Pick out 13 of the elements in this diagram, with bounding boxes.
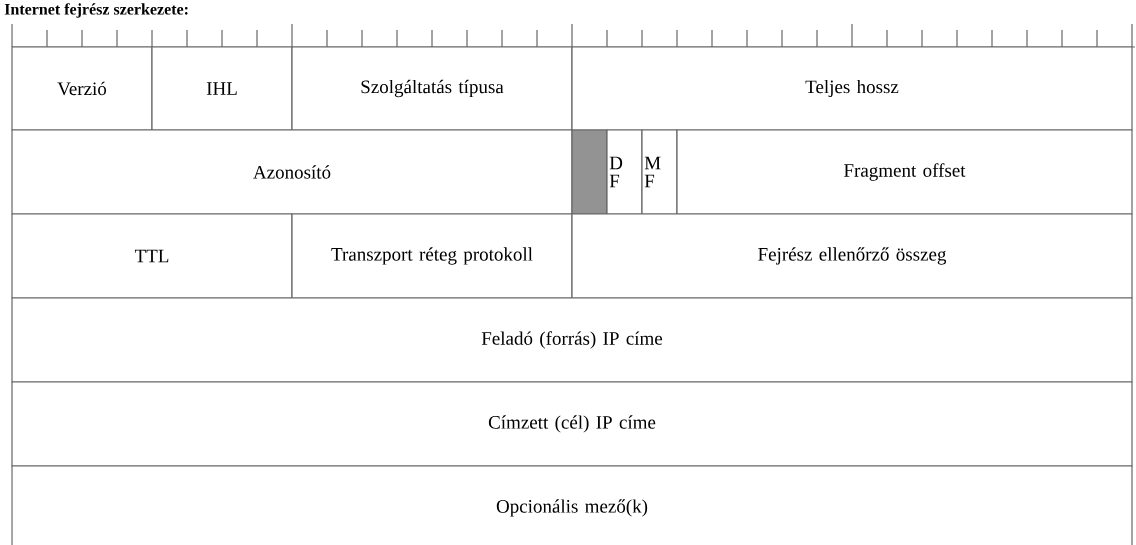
header-field: Szolgáltatás típusa	[291, 46, 573, 131]
reserved-bit-cell	[571, 129, 608, 215]
flag-cell: D F	[606, 129, 643, 215]
flag-cell: M F	[641, 129, 678, 215]
header-field: Verzió	[11, 46, 153, 131]
header-field: Fejrész ellenőrző összeg	[571, 213, 1133, 299]
header-field: IHL	[151, 46, 293, 131]
header-field: Teljes hossz	[571, 46, 1133, 131]
diagram-title: Internet fejrész szerkezete:	[4, 3, 188, 18]
header-field: Transzport réteg protokoll	[291, 213, 573, 299]
header-field: Opcionális mező(k)	[11, 465, 1133, 545]
header-field: Címzett (cél) IP címe	[11, 381, 1133, 467]
header-field: TTL	[11, 213, 293, 299]
